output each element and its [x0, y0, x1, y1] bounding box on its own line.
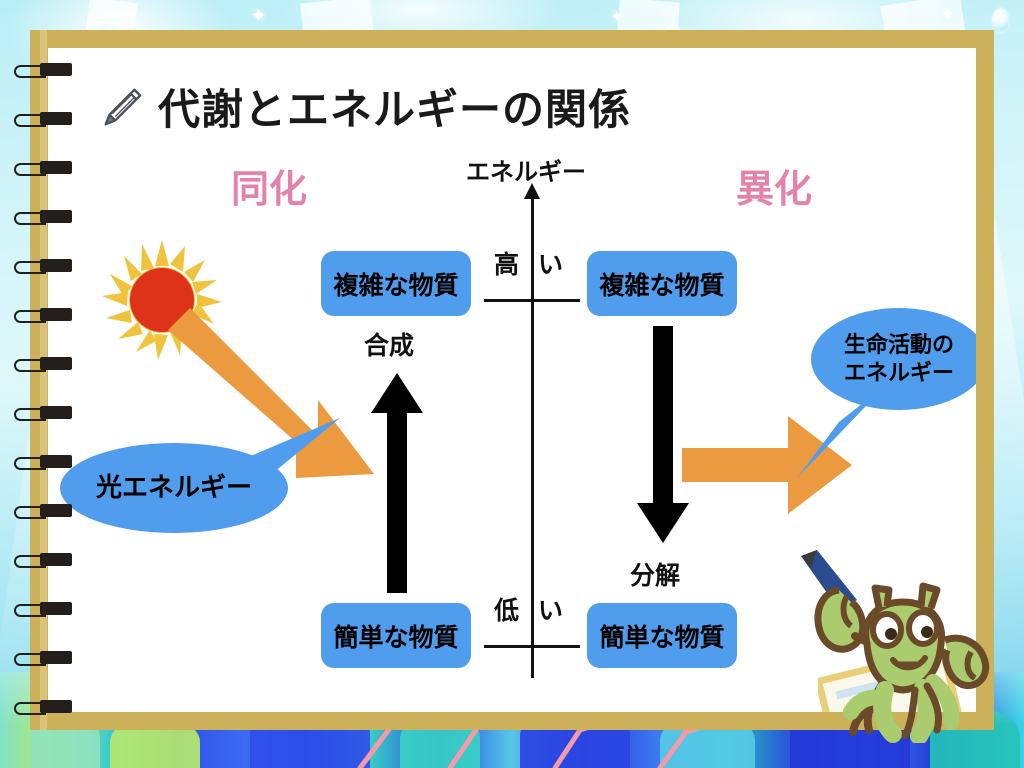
sparkle-icon: ✦	[610, 9, 624, 26]
spiral-ring	[14, 406, 72, 421]
spiral-ring	[14, 553, 72, 568]
spiral-ring	[14, 259, 72, 274]
orange-right-arrow-icon	[682, 416, 852, 514]
title-label: 代謝とエネルギーの関係	[158, 86, 632, 133]
bubble-life-energy[interactable]: 生命活動の エネルギー	[811, 308, 976, 410]
axis-label-low: 低 い	[494, 597, 569, 625]
axis-label-high: 高 い	[494, 251, 569, 279]
sparkle-icon: ✦	[250, 5, 267, 27]
pencil-icon	[104, 88, 142, 125]
bubble	[992, 8, 1009, 33]
box-left-simple-substance[interactable]: 簡単な物質	[321, 603, 471, 668]
orange-diagonal-arrow-icon	[168, 308, 374, 478]
section-label-assimilation: 同化	[231, 169, 308, 211]
sparkle-icon: ✦	[940, 4, 956, 24]
axis-title-energy: エネルギー	[466, 159, 586, 186]
energy-axis-line	[531, 190, 534, 678]
bubble-life-energy-line2: エネルギー	[843, 360, 954, 385]
spiral-ring	[14, 112, 72, 127]
black-up-arrow-shaft	[387, 408, 407, 593]
spiral-ring	[14, 210, 72, 225]
bubble-life-energy-line1: 生命活動の	[843, 331, 954, 357]
spiral-ring	[14, 504, 72, 519]
spiral-ring	[14, 63, 72, 78]
spiral-ring	[14, 455, 72, 470]
bubble-tail-life-energy	[797, 384, 887, 478]
bubble-light-energy-label: 光エネルギー	[95, 472, 252, 503]
box-left-complex-substance[interactable]: 複雑な物質	[321, 251, 471, 316]
box-right-complex-substance[interactable]: 複雑な物質	[587, 251, 737, 316]
spiral-ring	[14, 602, 72, 617]
bubble-light-energy[interactable]: 光エネルギー	[60, 443, 288, 533]
spiral-ring	[14, 651, 72, 666]
notebook-spine	[40, 30, 47, 730]
spiral-ring	[14, 700, 72, 715]
process-label-decomposition: 分解	[630, 562, 681, 590]
black-down-arrow-shaft	[653, 326, 673, 506]
black-down-arrow-icon	[637, 503, 689, 543]
page-title: 代謝とエネルギーの関係	[98, 76, 631, 137]
crab-mascot-icon	[801, 550, 990, 743]
spiral-ring	[14, 161, 72, 176]
box-right-simple-substance[interactable]: 簡単な物質	[587, 603, 737, 668]
spiral-ring	[14, 308, 72, 323]
axis-tick-high	[484, 299, 580, 302]
axis-tick-low	[484, 645, 580, 648]
black-up-arrow-icon	[371, 373, 423, 413]
section-label-dissimilation: 異化	[736, 169, 813, 211]
spiral-ring	[14, 357, 72, 372]
process-label-synthesis: 合成	[364, 332, 415, 360]
